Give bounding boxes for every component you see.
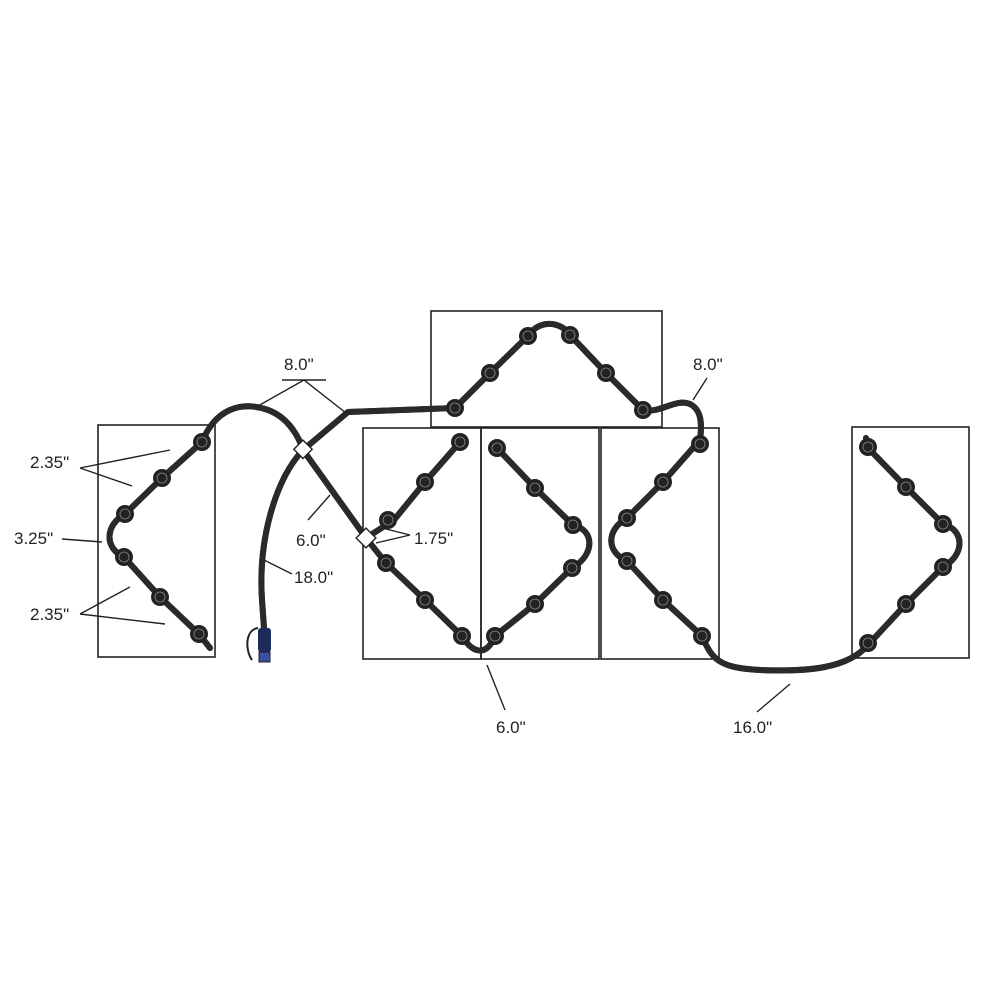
dim-lead-18-0: 18.0" [294, 568, 333, 587]
led-pod-icon [115, 548, 133, 566]
led-pod-icon [691, 435, 709, 453]
led-pod-icon [654, 473, 672, 491]
led-pod-icon [934, 515, 952, 533]
led-pod-icon [379, 511, 397, 529]
led-pod-icon [693, 627, 711, 645]
dim-left-3-25: 3.25" [14, 529, 53, 548]
led-pod-icon [193, 433, 211, 451]
dim-left-2-35-lower: 2.35" [30, 605, 69, 624]
led-pod-icon [488, 439, 506, 457]
led-pod-icon [563, 559, 581, 577]
led-pod-icon [446, 399, 464, 417]
led-pod-icon [564, 516, 582, 534]
led-pod-icon [526, 595, 544, 613]
led-pod-icon [151, 588, 169, 606]
led-pod-icon [597, 364, 615, 382]
led-pod-icon [618, 509, 636, 527]
led-pod-icon [526, 479, 544, 497]
panel-left [97, 424, 216, 658]
led-pod-icon [897, 478, 915, 496]
led-pod-icon [416, 473, 434, 491]
panel-center-mid [480, 427, 600, 660]
dim-left-2-35-upper: 2.35" [30, 453, 69, 472]
led-pod-icon [453, 627, 471, 645]
dim-bottom-6-0: 6.0" [496, 718, 526, 737]
led-pod-icon [481, 364, 499, 382]
junctions [292, 439, 377, 549]
led-pod-icon [190, 625, 208, 643]
led-pod-icon [634, 401, 652, 419]
led-pod-icon [416, 591, 434, 609]
panels [97, 310, 970, 660]
dimension-labels: 8.0" 8.0" 2.35" 3.25" 2.35" 6.0" 18.0" 1… [14, 355, 772, 737]
led-pod-icon [486, 627, 504, 645]
dim-spacing-1-75: 1.75" [414, 529, 453, 548]
dim-mid-6-0: 6.0" [296, 531, 326, 550]
dimension-leaders [61, 377, 791, 713]
led-pod-icon [116, 505, 134, 523]
led-pod-icon [451, 433, 469, 451]
led-pod-icon [859, 438, 877, 456]
led-pod-icon [859, 634, 877, 652]
dim-bottom-16-0: 16.0" [733, 718, 772, 737]
power-connector-icon [246, 627, 271, 663]
led-pod-icon [654, 591, 672, 609]
dim-top-left-8: 8.0" [284, 355, 314, 374]
splitter-junction [292, 439, 314, 460]
wires [109, 324, 959, 671]
led-pod-icon [519, 327, 537, 345]
led-pod-icon [934, 558, 952, 576]
panel-far-right [851, 426, 970, 659]
tee-junction [355, 527, 377, 549]
led-pod-icon [561, 326, 579, 344]
dim-top-right-8: 8.0" [693, 355, 723, 374]
led-pod-icon [153, 469, 171, 487]
led-pod-icon [377, 554, 395, 572]
panel-top [430, 310, 663, 428]
led-pod-icon [897, 595, 915, 613]
led-pods [115, 326, 952, 652]
panel-center-right [600, 427, 720, 660]
led-pod-icon [618, 552, 636, 570]
